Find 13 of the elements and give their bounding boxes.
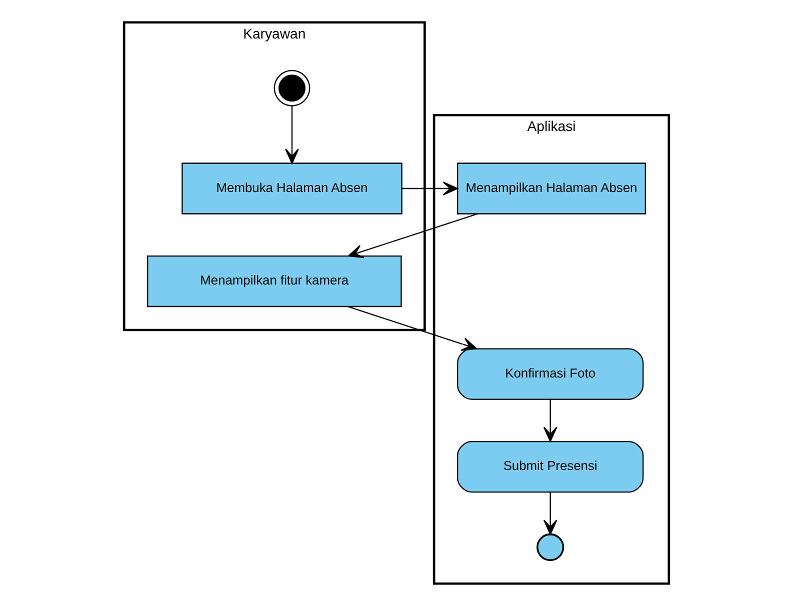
node-box: Menampilkan fitur kamera bbox=[146, 255, 402, 308]
node-circle bbox=[274, 70, 310, 106]
node-box: Konfirmasi Foto bbox=[456, 348, 644, 400]
node-box: Menampilkan Halaman Absen bbox=[456, 162, 646, 214]
arrow bbox=[543, 399, 558, 442]
arrow bbox=[348, 306, 478, 351]
node-box: Submit Presensi bbox=[456, 440, 644, 493]
arrow bbox=[543, 492, 558, 535]
node-circle bbox=[536, 533, 564, 562]
arrow bbox=[402, 182, 458, 196]
arrow bbox=[285, 106, 299, 164]
arrow bbox=[348, 213, 478, 258]
node-box: Membuka Halaman Absen bbox=[182, 162, 402, 214]
